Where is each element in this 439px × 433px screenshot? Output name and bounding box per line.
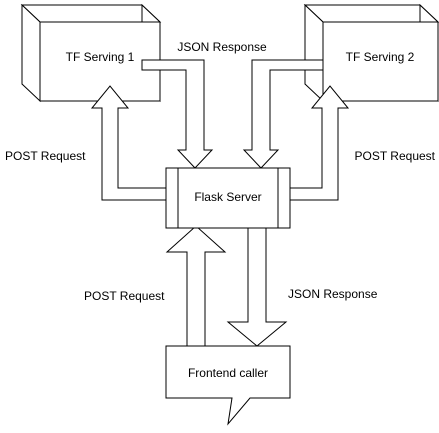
frontend-caller-label: Frontend caller — [188, 366, 268, 380]
flask-server-label: Flask Server — [194, 190, 261, 204]
tf-serving-2-label: TF Serving 2 — [346, 50, 415, 64]
frontend-caller-node: Frontend caller — [165, 345, 291, 426]
edge-label-frontend-post: POST Request — [84, 289, 165, 303]
tf1-to-flask-arrow — [141, 59, 214, 169]
frontend-to-flask-arrow — [165, 225, 227, 347]
flask-to-tf1-arrow — [90, 85, 167, 201]
tf-serving-1-node: TF Serving 1 — [20, 3, 162, 103]
edge-label-frontend-json-response: JSON Response — [288, 287, 378, 301]
edge-label-flask-post-tf1: POST Request — [5, 149, 86, 163]
edge-label-flask-post-tf2: POST Request — [355, 149, 436, 163]
flask-to-tf2-arrow — [289, 85, 350, 201]
flask-to-frontend-arrow — [226, 227, 288, 347]
flask-server-node: Flask Server — [165, 167, 291, 229]
tf2-to-flask-arrow — [242, 59, 324, 169]
tf-serving-2-node: TF Serving 2 — [303, 3, 439, 103]
edge-label-tf1-json-response: JSON Response — [177, 40, 267, 54]
tf-serving-1-label: TF Serving 1 — [66, 50, 135, 64]
